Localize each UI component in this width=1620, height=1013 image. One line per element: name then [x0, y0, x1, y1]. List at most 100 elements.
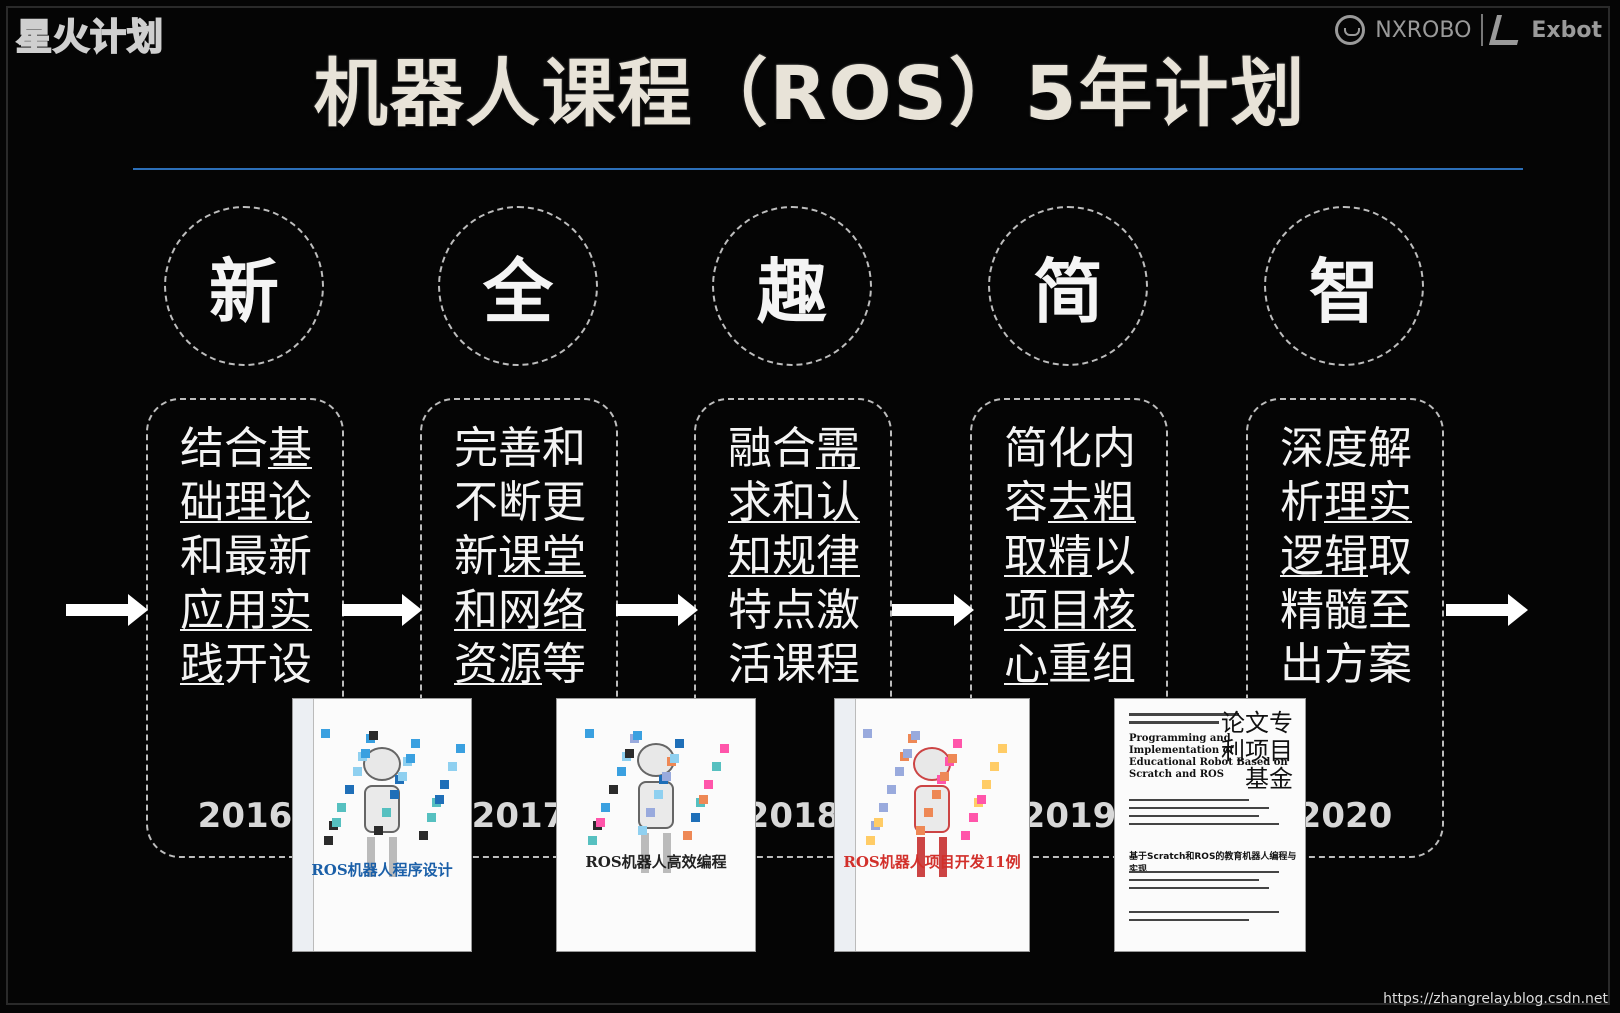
stage-description-line: 和网络: [454, 584, 594, 638]
cover-pattern-square: [932, 790, 941, 799]
stage-keyword-circle: 全: [438, 206, 598, 366]
stage-description-line: 完善和: [454, 422, 594, 476]
plain-text: 特点激: [728, 585, 860, 636]
cover-pattern-square: [940, 772, 949, 781]
stage-description-line: 活课程: [728, 638, 868, 692]
highlight-text: 理实: [1324, 477, 1412, 528]
stage-description: 深度解析理实逻辑取精髓至出方案: [1280, 422, 1420, 692]
highlight-text: 和网络: [454, 585, 586, 636]
stage-description-line: 践开设: [180, 638, 320, 692]
cover-pattern-square: [654, 790, 663, 799]
cover-pattern-square: [419, 831, 428, 840]
cover-pattern-square: [990, 762, 999, 771]
plain-text: 重组: [1048, 639, 1136, 690]
highlight-text: 应用实: [180, 585, 312, 636]
cover-pattern-square: [863, 729, 872, 738]
stage-year: 2016: [197, 796, 293, 836]
cover-pattern-square: [911, 731, 920, 740]
cover-pattern-square: [321, 729, 330, 738]
highlight-text: 取精: [1004, 531, 1092, 582]
cover-pattern-square: [662, 772, 671, 781]
cover-pattern-square: [924, 808, 933, 817]
plain-text: 等: [542, 639, 586, 690]
cover-pattern-square: [448, 762, 457, 771]
stage-year: 2018: [745, 796, 841, 836]
stage-description-line: 融合需: [728, 422, 868, 476]
cover-pattern-square: [609, 785, 618, 794]
stage-year: 2019: [1021, 796, 1117, 836]
cover-pattern-square: [998, 744, 1007, 753]
book-cover-2: ROS机器人高效编程: [556, 698, 756, 952]
cover-pattern-square: [427, 813, 436, 822]
paper-cn-title: 基于Scratch和ROS的教育机器人编程与实现: [1129, 852, 1297, 875]
stage-description-line: 知规律: [728, 530, 868, 584]
cover-pattern-square: [332, 818, 341, 827]
stage-description-line: 逻辑取: [1280, 530, 1420, 584]
cover-pattern-square: [879, 803, 888, 812]
plain-text: 活课程: [728, 639, 860, 690]
brand-logos: NXROBO Exbot: [1335, 14, 1602, 46]
paper-page: Programming and Implementation of Educat…: [1114, 698, 1306, 952]
stage-description: 融合需求和认知规律特点激活课程: [728, 422, 868, 692]
stage-description-line: 新课堂: [454, 530, 594, 584]
plain-text: 取: [1368, 531, 1412, 582]
cover-pattern-square: [406, 754, 415, 763]
stage-description-line: 应用实: [180, 584, 320, 638]
book-title: ROS机器人项目开发11例: [843, 853, 1021, 871]
plain-text: 容: [1004, 477, 1048, 528]
timeline-arrow-icon: [1446, 594, 1528, 626]
brand-divider: [1481, 14, 1484, 46]
stage-description-line: 资源等: [454, 638, 594, 692]
stage-description-line: 精髓至: [1280, 584, 1420, 638]
highlight-text: 心: [1004, 639, 1048, 690]
stage-description-line: 不断更: [454, 476, 594, 530]
stage-year: 2020: [1297, 796, 1393, 836]
cover-pattern-square: [866, 836, 875, 845]
cover-pattern-square: [353, 767, 362, 776]
cover-pattern-square: [337, 803, 346, 812]
cover-pattern-square: [638, 826, 647, 835]
corner-label: 星火计划: [15, 16, 165, 59]
stage-description-line: 项目核: [1004, 584, 1144, 638]
cover-pattern-square: [961, 831, 970, 840]
paper-title: Programming and Implementation of Educat…: [1129, 733, 1288, 780]
plain-text: 简化内: [1004, 423, 1136, 474]
stage-card: 融合需求和认知规律特点激活课程: [694, 398, 892, 858]
stage-description: 结合基础理论和最新应用实践开设: [180, 422, 320, 692]
stage-description-line: 础理论: [180, 476, 320, 530]
cover-pattern-square: [675, 739, 684, 748]
cover-pattern-square: [345, 785, 354, 794]
highlight-text: 础理论: [180, 477, 312, 528]
stage-description: 简化内容去粗取精以项目核心重组: [1004, 422, 1144, 692]
book-title: ROS机器人程序设计: [311, 861, 453, 879]
cover-pattern-square: [324, 836, 333, 845]
timeline-arrow-icon: [892, 594, 974, 626]
cover-pattern-square: [435, 795, 444, 804]
highlight-text: 求和认: [728, 477, 860, 528]
plain-text: 开设: [224, 639, 312, 690]
cover-pattern-square: [585, 729, 594, 738]
plain-text: 精髓至: [1280, 585, 1412, 636]
plain-text: 析: [1280, 477, 1324, 528]
cover-pattern-square: [440, 780, 449, 789]
book-cover-3: ROS机器人项目开发11例: [834, 698, 1030, 952]
cover-pattern-square: [625, 749, 634, 758]
plain-text: 融合: [728, 423, 816, 474]
cover-pattern-square: [601, 803, 610, 812]
cover-pattern-square: [633, 731, 642, 740]
book-cover-1: ROS机器人程序设计: [292, 698, 472, 952]
stage-description-line: 出方案: [1280, 638, 1420, 692]
highlight-text: 资源: [454, 639, 542, 690]
stage-description-line: 容去粗: [1004, 476, 1144, 530]
stage-card: 简化内容去粗取精以项目核心重组: [970, 398, 1168, 858]
cover-pattern-square: [712, 762, 721, 771]
watermark: https://zhangrelay.blog.csdn.net: [1383, 991, 1608, 1007]
stage-keyword-circle: 新: [164, 206, 324, 366]
stage-description-line: 析理实: [1280, 476, 1420, 530]
plain-text: 结合: [180, 423, 268, 474]
cover-pattern-square: [903, 749, 912, 758]
plain-text: 完善和: [454, 423, 586, 474]
cover-pattern-square: [720, 744, 729, 753]
robot-illustration-icon: [637, 743, 675, 873]
cover-pattern-square: [982, 780, 991, 789]
